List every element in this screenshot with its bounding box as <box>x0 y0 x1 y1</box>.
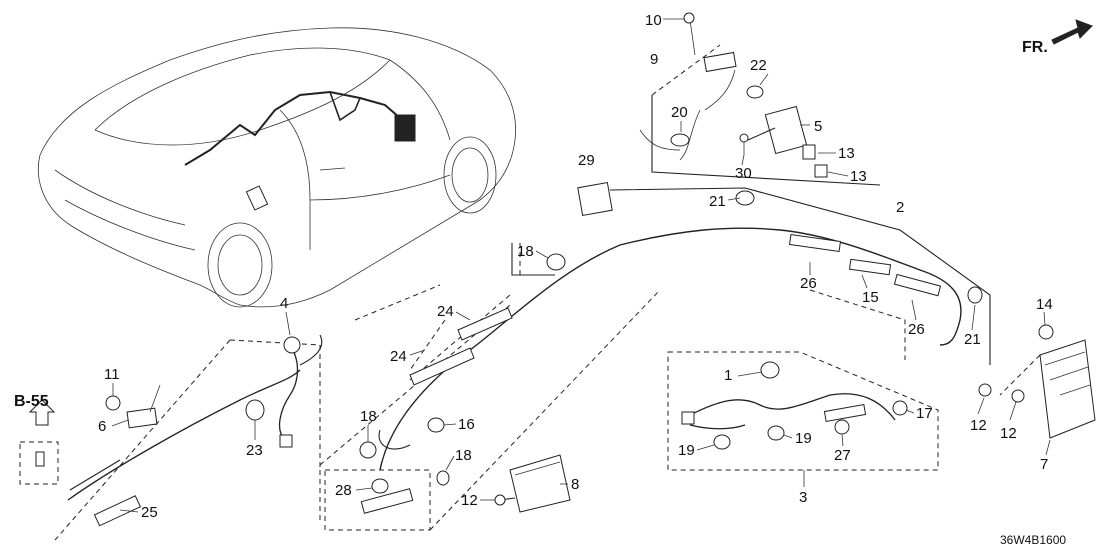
antenna-group-9 <box>639 19 881 186</box>
reference-label: B-55 <box>14 393 49 410</box>
strip-24 <box>409 307 513 386</box>
callout-25: 25 <box>141 504 158 521</box>
callout-5: 5 <box>814 118 822 135</box>
callout-14: 14 <box>1036 296 1053 313</box>
callout-20: 20 <box>671 104 688 121</box>
callout-18-c: 18 <box>455 447 472 464</box>
callout-4: 4 <box>280 295 288 312</box>
callout-11: 11 <box>104 366 120 383</box>
diagram-code: 36W4B1600 <box>1000 533 1066 547</box>
callout-24-b: 24 <box>390 348 407 365</box>
callout-26-a: 26 <box>800 275 817 292</box>
leader-lines <box>111 18 1051 513</box>
callout-labels: 10 9 22 20 5 13 13 30 29 21 2 18 26 15 2… <box>14 12 1066 547</box>
callout-12-c: 12 <box>1000 425 1017 442</box>
callout-24-a: 24 <box>437 303 454 320</box>
callout-19-b: 19 <box>795 430 812 447</box>
car-outline <box>37 27 516 308</box>
callout-12-b: 12 <box>970 417 987 434</box>
sensor-group-6 <box>28 384 161 467</box>
bracket-7 <box>978 324 1096 439</box>
callout-27: 27 <box>834 447 851 464</box>
callout-15: 15 <box>862 289 879 306</box>
callout-18-b: 18 <box>360 408 377 425</box>
callout-16: 16 <box>458 416 475 433</box>
callout-23: 23 <box>246 442 263 459</box>
callout-29: 29 <box>578 152 595 169</box>
harness-3 <box>681 361 908 450</box>
callout-19-a: 19 <box>678 442 695 459</box>
callout-22: 22 <box>750 57 767 74</box>
callout-1: 1 <box>724 367 732 384</box>
callout-3: 3 <box>799 489 807 506</box>
callout-17: 17 <box>916 405 933 422</box>
front-direction-indicator: FR. <box>1022 19 1093 56</box>
small-fasteners <box>359 12 749 486</box>
clip-group-28 <box>360 478 414 514</box>
direction-label: FR. <box>1022 39 1048 56</box>
callout-13-a: 13 <box>838 145 855 162</box>
callout-13-b: 13 <box>850 168 867 185</box>
leader-dashes <box>19 240 939 541</box>
callout-30: 30 <box>735 165 752 182</box>
callout-21-b: 21 <box>964 331 981 348</box>
harness-4 <box>67 334 323 527</box>
callout-8: 8 <box>571 476 579 493</box>
callout-7: 7 <box>1040 456 1048 473</box>
callout-21-a: 21 <box>709 193 726 210</box>
callout-6: 6 <box>98 418 106 435</box>
callout-18-a: 18 <box>517 243 534 260</box>
callout-12-a: 12 <box>461 492 478 509</box>
harness-2 <box>378 182 991 471</box>
callout-2: 2 <box>896 199 904 216</box>
callout-28: 28 <box>335 482 352 499</box>
callout-9: 9 <box>650 51 658 68</box>
control-module-8 <box>494 454 571 513</box>
callout-26-b: 26 <box>908 321 925 338</box>
callout-10: 10 <box>645 12 662 29</box>
